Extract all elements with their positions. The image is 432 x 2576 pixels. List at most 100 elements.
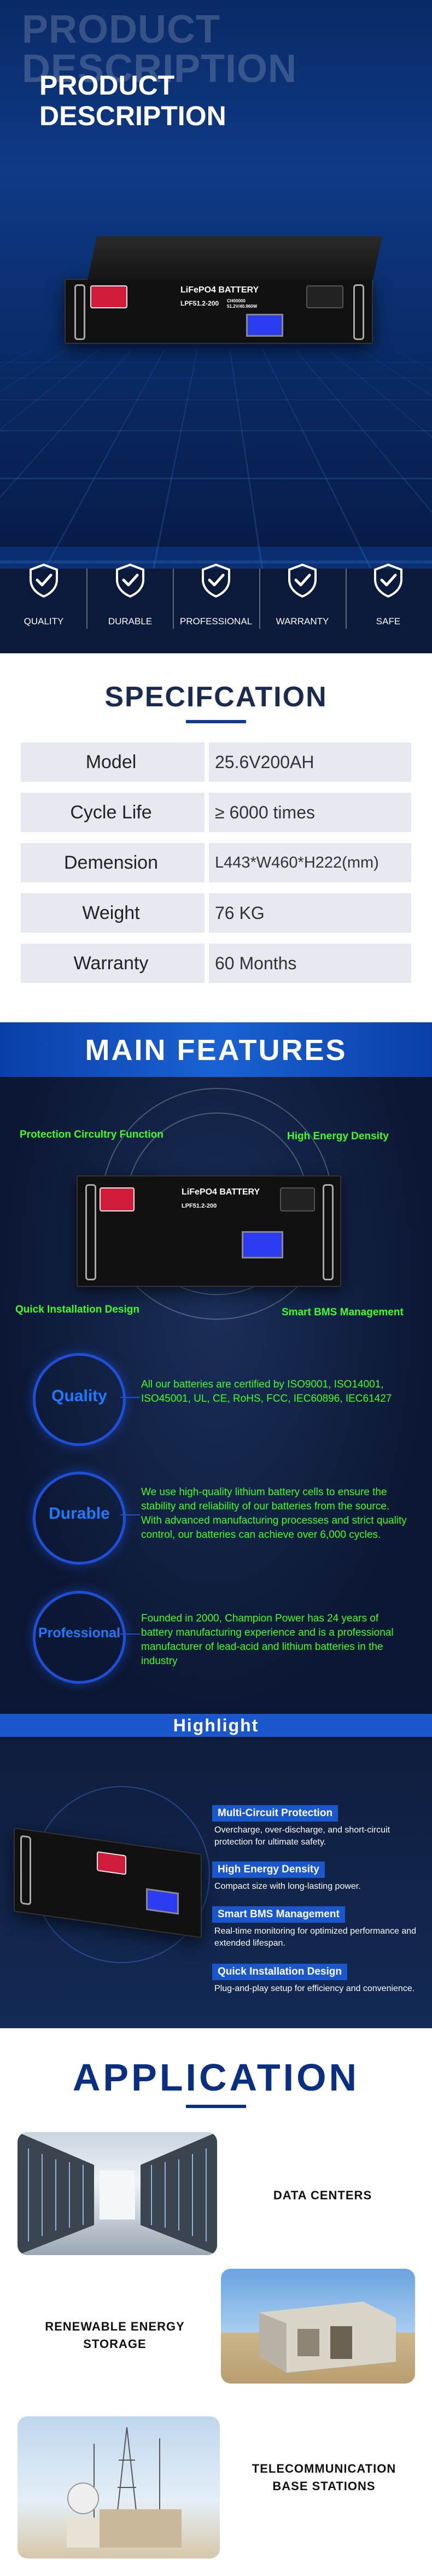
feature-professional: PROFESSIONAL xyxy=(175,563,257,627)
highlight-title: Smart BMS Management xyxy=(212,1906,345,1923)
hero-ghost-line2: DESCRIPTION xyxy=(22,47,297,91)
shield-check-icon xyxy=(202,563,230,598)
battery-red-terminal xyxy=(97,1851,126,1875)
quality-description: All our batteries are certified by ISO90… xyxy=(141,1379,392,1404)
data-center-photo xyxy=(17,2132,217,2255)
battery-lcd xyxy=(146,1888,179,1915)
highlight-description: Compact size with long-lasting power. xyxy=(214,1882,361,1891)
feature-durable: DURABLE xyxy=(89,563,171,627)
spec-key: Cycle Life xyxy=(70,802,152,823)
highlight-title: High Energy Density xyxy=(212,1861,325,1878)
hero-ghost-title: PRODUCT DESCRIPTION xyxy=(22,10,297,89)
application-label-line1: RENEWABLE ENERGY xyxy=(45,2320,185,2333)
hero-title-line1: PRODUCT xyxy=(39,70,175,101)
feature-divider xyxy=(86,569,87,629)
hero-title-line2: DESCRIPTION xyxy=(39,101,226,131)
spec-value: 76 KG xyxy=(215,903,265,923)
spec-value: ≥ 6000 times xyxy=(215,803,315,822)
battery-black-terminal xyxy=(280,1187,315,1211)
application-label-line2: BASE STATIONS xyxy=(272,2479,376,2493)
highlight-bar: Highlight xyxy=(0,1714,432,1737)
spec-separator xyxy=(205,843,209,882)
battery-image: LiFePO4 BATTERY LPF51.2-200 CH00000 51.2… xyxy=(65,236,383,344)
battery-handle-left xyxy=(74,284,85,340)
battery-label: LiFePO4 BATTERY xyxy=(180,285,259,295)
feature-quality: QUALITY xyxy=(3,563,85,627)
battery-handle-right xyxy=(353,284,364,340)
spec-row: Model 25.6V200AH xyxy=(21,742,411,782)
spec-heading: SPECIFCATION xyxy=(104,681,328,713)
highlight-title: Multi-Circuit Protection xyxy=(212,1805,338,1822)
application-section: APPLICATION DATA CENTERS RENEWABLE ENERG… xyxy=(0,2028,432,2576)
main-features-heading: MAIN FEATURES xyxy=(85,1034,347,1067)
feature-label: WARRANTY xyxy=(276,616,329,627)
feature-divider xyxy=(346,569,347,629)
battery-label: LiFePO4 BATTERY xyxy=(182,1187,260,1197)
battery-lcd xyxy=(242,1231,283,1258)
durable-description: We use high-quality lithium battery cell… xyxy=(141,1486,407,1541)
server-racks-illustration xyxy=(17,2132,217,2255)
spec-key: Demension xyxy=(64,852,158,873)
highlight-description: Real-time monitoring for optimized perfo… xyxy=(214,1927,417,1948)
hero-ghost-line1: PRODUCT xyxy=(22,8,220,51)
callout-energy-density: High Energy Density xyxy=(287,1131,389,1142)
battery-lcd xyxy=(246,314,283,337)
highlight-description: Plug-and-play setup for efficiency and c… xyxy=(214,1984,415,1993)
feature-safe: SAFE xyxy=(347,563,429,627)
spec-key: Warranty xyxy=(73,953,149,974)
specification-section: SPECIFCATION Model 25.6V200AH Cycle Life… xyxy=(0,653,432,1022)
application-label-renewable: RENEWABLE ENERGY STORAGE xyxy=(16,2318,213,2353)
battery-top xyxy=(87,236,383,280)
highlight-description: Overcharge, over-discharge, and short-ci… xyxy=(214,1825,390,1847)
battery-model: LPF51.2-200 xyxy=(180,300,219,307)
application-label-data-centers: DATA CENTERS xyxy=(230,2187,416,2204)
feature-label: DURABLE xyxy=(108,616,153,627)
spec-row: Demension L443*W460*H222(mm) xyxy=(21,843,411,882)
spec-value: 25.6V200AH xyxy=(215,752,314,772)
shield-check-icon xyxy=(374,563,402,598)
quality-circle xyxy=(33,1353,126,1446)
application-underline xyxy=(186,2105,246,2108)
spec-key: Model xyxy=(85,752,137,772)
callout-bms: Smart BMS Management xyxy=(282,1307,404,1318)
callout-installation: Quick Installation Design xyxy=(15,1304,139,1315)
professional-description: Founded in 2000, Champion Power has 24 y… xyxy=(141,1613,394,1667)
quality-title: Quality xyxy=(51,1387,107,1405)
connector-line xyxy=(120,1634,140,1635)
connector-line xyxy=(120,1514,140,1515)
spec-heading-underline xyxy=(186,720,246,723)
main-features-header: MAIN FEATURES xyxy=(0,1022,432,1077)
hero-section: PRODUCT DESCRIPTION PRODUCT DESCRIPTION … xyxy=(0,0,432,569)
application-label-telecom: TELECOMMUNICATION BASE STATIONS xyxy=(230,2460,418,2495)
feature-divider xyxy=(173,569,174,629)
spec-key: Weight xyxy=(82,903,140,923)
spec-separator xyxy=(205,893,209,933)
spec-separator xyxy=(205,944,209,983)
container-illustration xyxy=(259,2302,396,2373)
telecom-photo xyxy=(17,2416,220,2559)
shield-check-icon xyxy=(30,563,58,598)
spec-row: Weight 76 KG xyxy=(21,893,411,933)
battery-capacity: CH00000 xyxy=(227,298,246,303)
shield-check-icon xyxy=(116,563,144,598)
professional-circle xyxy=(33,1591,126,1684)
durable-title: Durable xyxy=(49,1504,110,1523)
feature-warranty: WARRANTY xyxy=(261,563,343,627)
feature-label: QUALITY xyxy=(24,616,64,627)
battery-image: LiFePO4 BATTERY LPF51.2-200 xyxy=(77,1175,341,1287)
shield-check-icon xyxy=(288,563,317,598)
application-label-line2: STORAGE xyxy=(83,2337,147,2351)
spec-row: Warranty 60 Months xyxy=(21,944,411,983)
spec-value: 60 Months xyxy=(215,953,297,973)
energy-storage-photo xyxy=(221,2269,415,2384)
battery-handle-left xyxy=(85,1184,96,1280)
spec-row: Cycle Life ≥ 6000 times xyxy=(21,793,411,832)
application-label-line1: TELECOMMUNICATION xyxy=(252,2462,396,2475)
battery-detail: 51.2V/40.960W xyxy=(227,304,258,309)
highlight-section: Multi-Circuit Protection Overcharge, ove… xyxy=(0,1737,432,2028)
highlight-heading: Highlight xyxy=(173,1716,259,1735)
battery-red-terminal xyxy=(100,1187,135,1211)
durable-circle xyxy=(33,1472,126,1565)
battery-handle-left xyxy=(20,1835,31,1906)
telecom-tower-illustration xyxy=(67,2427,182,2548)
